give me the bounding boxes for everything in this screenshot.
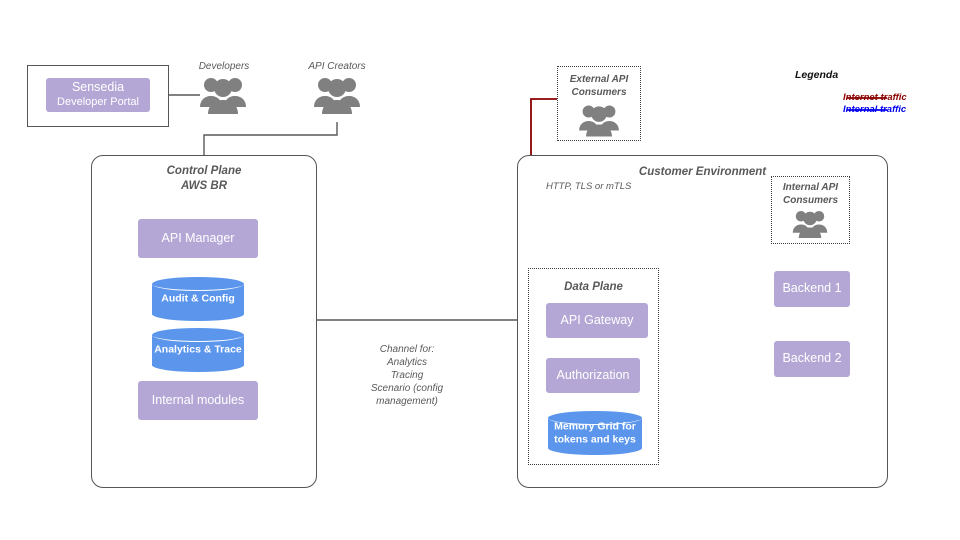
control-plane-title: Control Plane AWS BR xyxy=(91,164,317,194)
customer-environment-title: Customer Environment xyxy=(638,166,767,178)
external-api-consumers-label: External API Consumers xyxy=(557,73,641,99)
portal-node-line2: Developer Portal xyxy=(57,95,139,108)
legend-item-internal-traffic: Internal traffic xyxy=(843,104,907,115)
memory-grid-cylinder[interactable]: Memory Grid for tokens and keys xyxy=(548,411,642,455)
sensedia-developer-portal-node[interactable]: Sensedia Developer Portal xyxy=(46,78,150,112)
internal-modules-node[interactable]: Internal modules xyxy=(138,381,258,420)
internal-consumers-line1: Internal API xyxy=(782,182,839,193)
legend-title: Legenda xyxy=(795,69,839,81)
data-plane-title: Data Plane xyxy=(564,281,623,293)
external-consumers-line1: External API xyxy=(569,74,629,85)
cylinder-top xyxy=(152,277,244,291)
channel-label: Channel for: Analytics Tracing Scenario … xyxy=(352,343,462,408)
memory-grid-line2: tokens and keys xyxy=(554,433,636,445)
portal-node-line1: Sensedia xyxy=(71,80,125,95)
backend-2-node[interactable]: Backend 2 xyxy=(774,341,850,377)
external-api-consumers-icon xyxy=(574,102,624,145)
channel-line3: Tracing xyxy=(390,370,424,381)
api-gateway-node[interactable]: API Gateway xyxy=(546,303,648,338)
cylinder-top xyxy=(548,411,642,425)
control-plane-title-line2: AWS BR xyxy=(181,179,227,192)
channel-line2: Analytics xyxy=(386,357,427,368)
legend-item-internet-traffic: Internet traffic xyxy=(843,92,907,103)
audit-config-cylinder[interactable]: Audit & Config xyxy=(152,277,244,321)
internal-api-consumers-label: Internal API Consumers xyxy=(771,181,850,207)
authorization-node[interactable]: Authorization xyxy=(546,358,640,393)
backend-1-node[interactable]: Backend 1 xyxy=(774,271,850,307)
channel-line5: management) xyxy=(376,396,438,407)
channel-line4: Scenario (config xyxy=(370,383,444,394)
memory-grid-label: Memory Grid for tokens and keys xyxy=(548,420,642,445)
analytics-trace-cylinder[interactable]: Analytics & Trace xyxy=(152,328,244,372)
cylinder-top xyxy=(152,328,244,342)
audit-config-label: Audit & Config xyxy=(161,292,235,305)
external-consumers-line2: Consumers xyxy=(571,87,627,98)
api-creators-icon xyxy=(312,74,362,123)
developers-icon xyxy=(198,74,248,123)
control-plane-group xyxy=(91,155,317,488)
api-creators-label: API Creators xyxy=(308,61,366,72)
internal-consumers-line2: Consumers xyxy=(782,195,838,206)
developers-label: Developers xyxy=(198,61,250,72)
control-plane-title-line1: Control Plane xyxy=(166,165,242,177)
memory-grid-line1: Memory Grid for xyxy=(554,420,636,433)
channel-line1: Channel for: xyxy=(379,344,435,355)
analytics-trace-label: Analytics & Trace xyxy=(154,343,242,356)
protocol-label: HTTP, TLS or mTLS xyxy=(546,181,632,192)
api-manager-node[interactable]: API Manager xyxy=(138,219,258,258)
internal-api-consumers-icon xyxy=(787,208,833,246)
wire-apicreators-to-controlplane xyxy=(203,122,338,155)
